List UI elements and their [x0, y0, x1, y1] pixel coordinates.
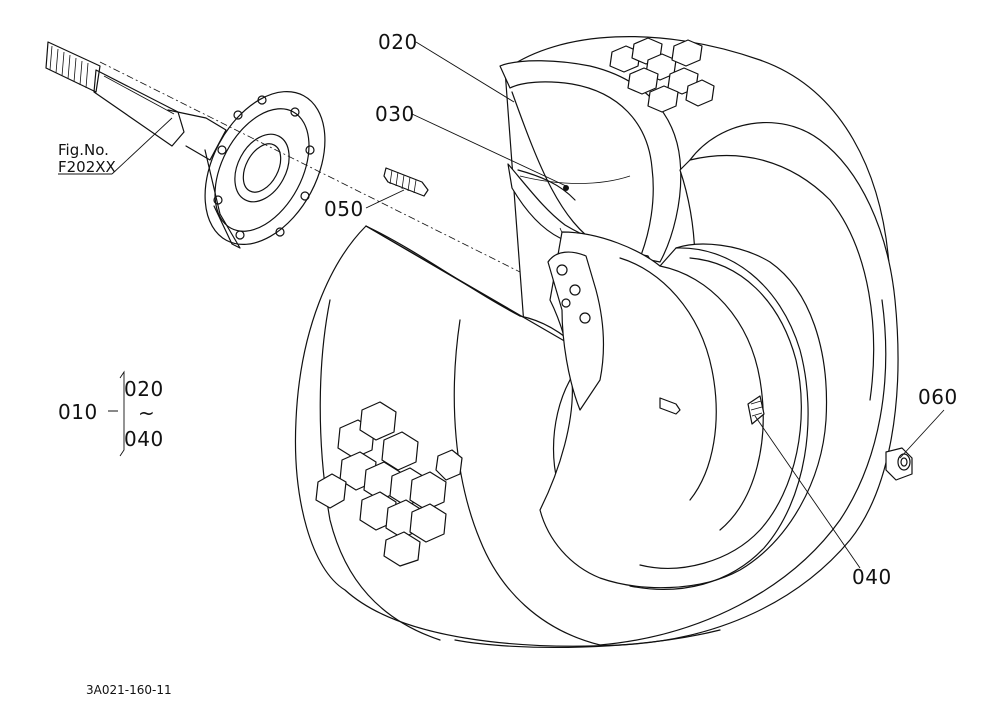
leader-030	[411, 113, 567, 187]
figure-ref-label: Fig.No.	[58, 141, 109, 159]
callout-010: 010	[58, 400, 98, 424]
axle-flange	[204, 90, 326, 246]
wheel-rim	[539, 231, 828, 590]
figure-ref-number: F202XX	[58, 158, 116, 176]
range-from: 020	[124, 377, 164, 401]
leader-040	[754, 415, 861, 569]
tread-lugs-front	[315, 401, 463, 567]
callout-050: 050	[324, 197, 364, 221]
stud-bolt	[383, 167, 429, 197]
callout-060: 060	[918, 385, 958, 409]
valve-stem	[659, 397, 681, 415]
range-bracket	[108, 370, 125, 457]
rim-slot	[747, 395, 765, 425]
callout-040: 040	[852, 565, 892, 589]
wheel-nut	[885, 447, 913, 481]
tread-lugs-top	[609, 37, 715, 113]
leader-060	[899, 409, 945, 459]
callout-030: 030	[375, 102, 415, 126]
callout-020: 020	[378, 30, 418, 54]
drawing-code: 3A021-160-11	[86, 683, 172, 697]
range-tilde: ~	[138, 401, 155, 425]
leader-050	[365, 189, 405, 209]
range-to: 040	[124, 427, 164, 451]
leader-fig	[111, 117, 173, 175]
leader-020	[415, 41, 515, 103]
